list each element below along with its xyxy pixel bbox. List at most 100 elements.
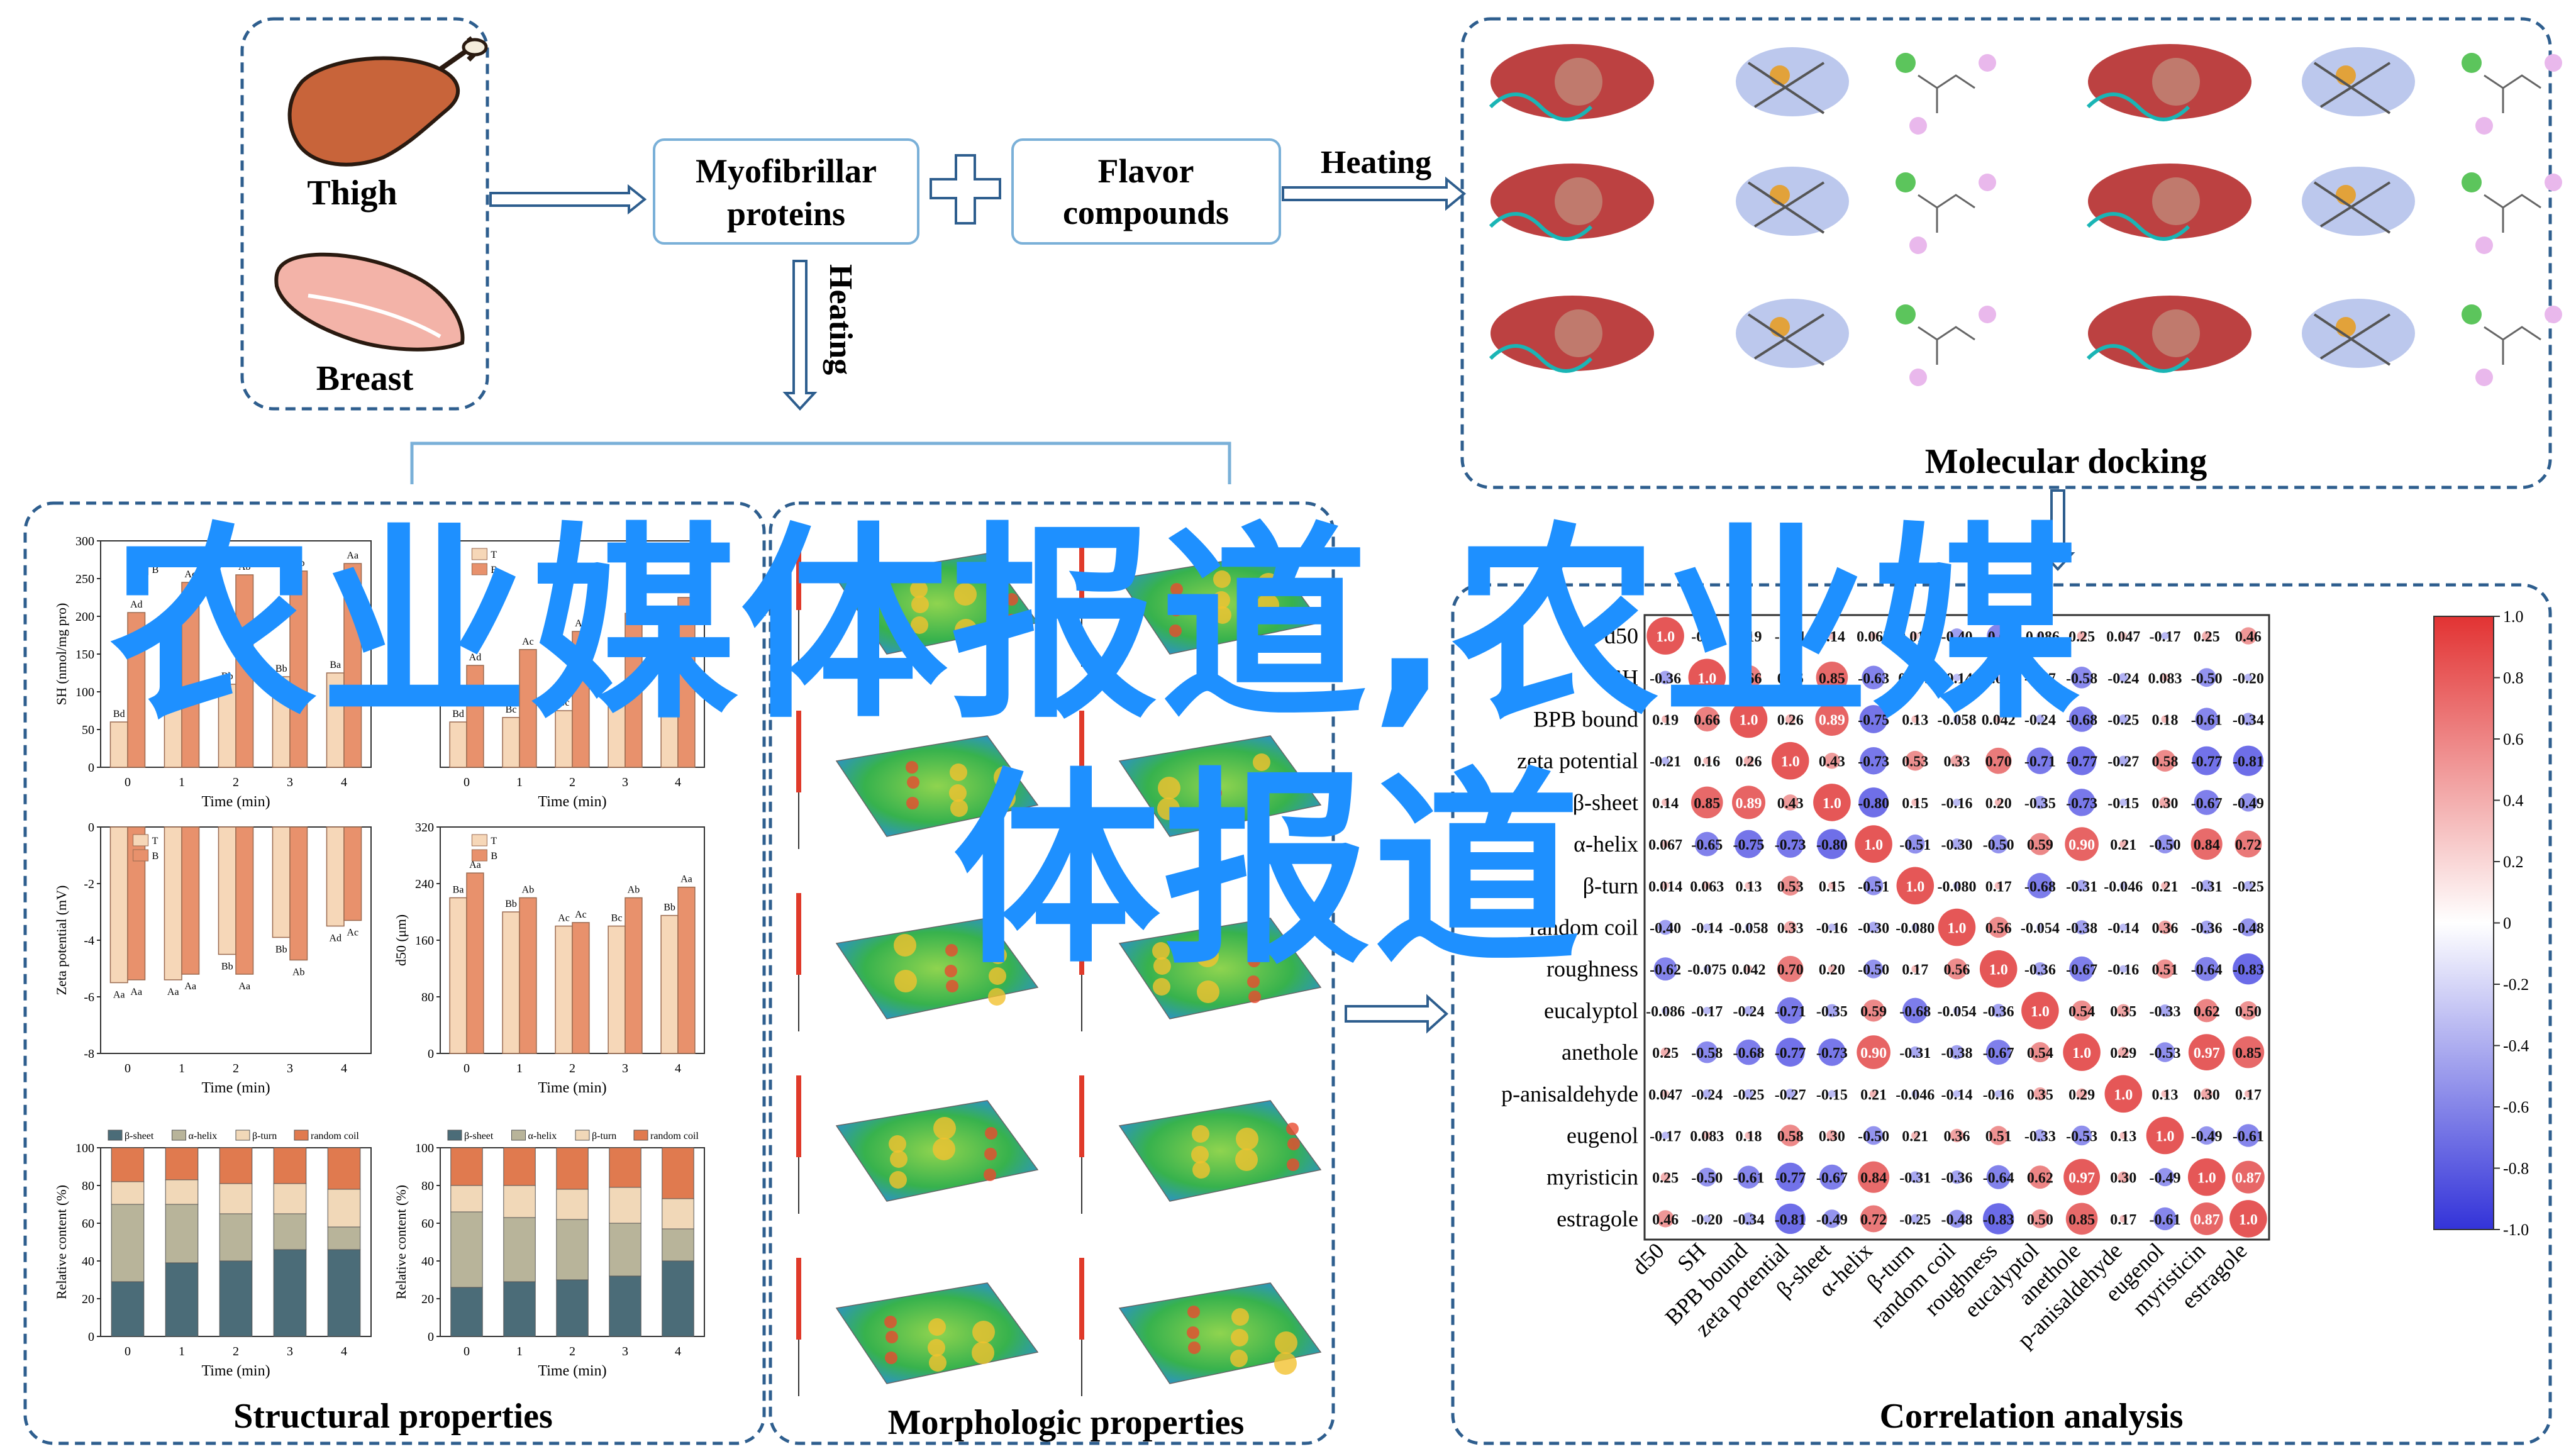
correlation-circle bbox=[1949, 628, 1965, 644]
afm-peak bbox=[1257, 594, 1279, 616]
docking-render bbox=[1489, 164, 1654, 241]
correlation-circle bbox=[1785, 714, 1796, 724]
afm-peak bbox=[1213, 591, 1230, 609]
correlation-value: -0.67 bbox=[1983, 1045, 2014, 1062]
colorbar-tick-label: 0.6 bbox=[2503, 730, 2524, 748]
residue-node bbox=[1979, 174, 1996, 191]
correlation-circle bbox=[2232, 1036, 2265, 1069]
afm-peak bbox=[910, 580, 928, 598]
y-axis-label: d50 (μm) bbox=[393, 914, 409, 966]
molecule-bonds bbox=[2313, 313, 2391, 366]
afm-colorbar bbox=[1079, 528, 1084, 610]
bar-significance-label: Aa bbox=[680, 584, 692, 595]
correlation-value: 1.0 bbox=[2114, 1087, 2133, 1103]
correlation-circle bbox=[1697, 1167, 1717, 1187]
residue-node bbox=[2545, 54, 2562, 72]
afm-surface-image bbox=[796, 1258, 1039, 1396]
watermark-line1: 农业媒体报道,农业媒 bbox=[110, 505, 2082, 747]
correlation-value: -0.73 bbox=[1816, 1045, 1848, 1062]
correlation-value: 0.19 bbox=[1736, 629, 1762, 645]
y-tick-label: 320 bbox=[415, 821, 434, 835]
stacked-bar-segment bbox=[111, 1181, 145, 1205]
afm-colorbar bbox=[1079, 1258, 1084, 1340]
x-axis-label: Time (min) bbox=[538, 1080, 606, 1096]
correlation-value: 0.13 bbox=[1902, 713, 1928, 729]
correlation-circle bbox=[2021, 992, 2059, 1030]
afm-peak bbox=[1248, 991, 1261, 1003]
correlation-value: -0.75 bbox=[1858, 713, 1889, 729]
legend-swatch bbox=[471, 849, 487, 862]
afm-peak bbox=[890, 1150, 908, 1168]
correlation-value: 0.66 bbox=[1694, 713, 1720, 729]
afm-peak bbox=[1287, 1138, 1300, 1150]
bar bbox=[326, 672, 345, 768]
correlation-circle bbox=[1994, 715, 2002, 723]
legend-label: B bbox=[152, 851, 159, 862]
afm-peak bbox=[1287, 1158, 1299, 1171]
stacked-bar-segment bbox=[556, 1189, 589, 1220]
bar bbox=[289, 826, 308, 961]
correlation-value: -0.67 bbox=[1816, 1170, 1848, 1187]
afm-peak bbox=[1170, 604, 1182, 616]
row-label: α-helix bbox=[1574, 831, 1638, 857]
stacked-bar-segment bbox=[111, 1281, 145, 1337]
correlation-circle bbox=[1696, 1041, 1718, 1063]
legend-label: T bbox=[152, 550, 158, 560]
x-tick-label: 3 bbox=[622, 1062, 628, 1075]
correlation-circle bbox=[1989, 835, 2008, 853]
correlation-circle bbox=[2201, 880, 2212, 892]
correlation-circle bbox=[2118, 1046, 2129, 1058]
residue-node bbox=[2462, 53, 2482, 73]
correlation-value: 0.063 bbox=[1898, 670, 1932, 687]
correlation-value: 0.21 bbox=[1860, 1087, 1887, 1103]
afm-peak bbox=[907, 776, 919, 789]
correlation-value: -0.50 bbox=[1983, 837, 2014, 853]
correlation-value: -0.81 bbox=[2233, 754, 2264, 770]
bar bbox=[343, 826, 362, 921]
bar-significance-label: Bc bbox=[506, 704, 517, 715]
correlation-value: 0.16 bbox=[1777, 670, 1804, 687]
x-tick-label: 3 bbox=[287, 775, 293, 789]
correlation-circle bbox=[1950, 754, 1963, 767]
correlation-value: -0.36 bbox=[2191, 921, 2223, 937]
colorbar-tick-label: -0.2 bbox=[2503, 975, 2529, 994]
correlation-value: -0.50 bbox=[2191, 670, 2223, 687]
colorbar-tick-label: 0 bbox=[2503, 914, 2511, 933]
correlation-circle bbox=[1828, 632, 1836, 640]
legend-label: T bbox=[491, 836, 497, 847]
afm-surface bbox=[1118, 1282, 1322, 1384]
y-tick-label: 80 bbox=[82, 1179, 94, 1193]
bar-significance-label: Ab bbox=[628, 600, 640, 611]
legend-swatch bbox=[133, 834, 149, 847]
correlation-circle bbox=[1858, 787, 1889, 818]
x-tick-label: 0 bbox=[125, 1345, 131, 1358]
docking-render bbox=[2086, 296, 2251, 373]
correlation-circle bbox=[1662, 798, 1670, 806]
stacked-bar-segment bbox=[327, 1226, 361, 1250]
afm-surface bbox=[835, 553, 1039, 655]
correlation-circle bbox=[1860, 1205, 1887, 1233]
bar bbox=[608, 925, 626, 1054]
correlation-circle bbox=[1911, 1090, 1919, 1098]
correlation-circle bbox=[1745, 1131, 1753, 1140]
bar bbox=[466, 665, 484, 768]
bar-significance-label: Aa bbox=[130, 987, 142, 997]
correlation-value: 0.46 bbox=[1652, 1212, 1679, 1228]
correlation-circle bbox=[1870, 632, 1878, 640]
stacked-bar-segment bbox=[450, 1185, 483, 1213]
correlation-circle bbox=[1744, 1006, 1753, 1016]
stacked-bar-segment bbox=[609, 1275, 641, 1337]
correlation-circle bbox=[2158, 920, 2172, 935]
afm-peak bbox=[1286, 1123, 1299, 1135]
afm-peak bbox=[946, 980, 958, 992]
legend-label: random coil bbox=[650, 1131, 699, 1141]
correlation-value: -0.38 bbox=[2066, 921, 2097, 937]
correlation-circle bbox=[2195, 999, 2219, 1023]
colorbar-tick-label: 0.2 bbox=[2503, 853, 2524, 871]
correlation-value: 1.0 bbox=[2072, 1045, 2091, 1062]
correlation-circle bbox=[2154, 750, 2176, 772]
